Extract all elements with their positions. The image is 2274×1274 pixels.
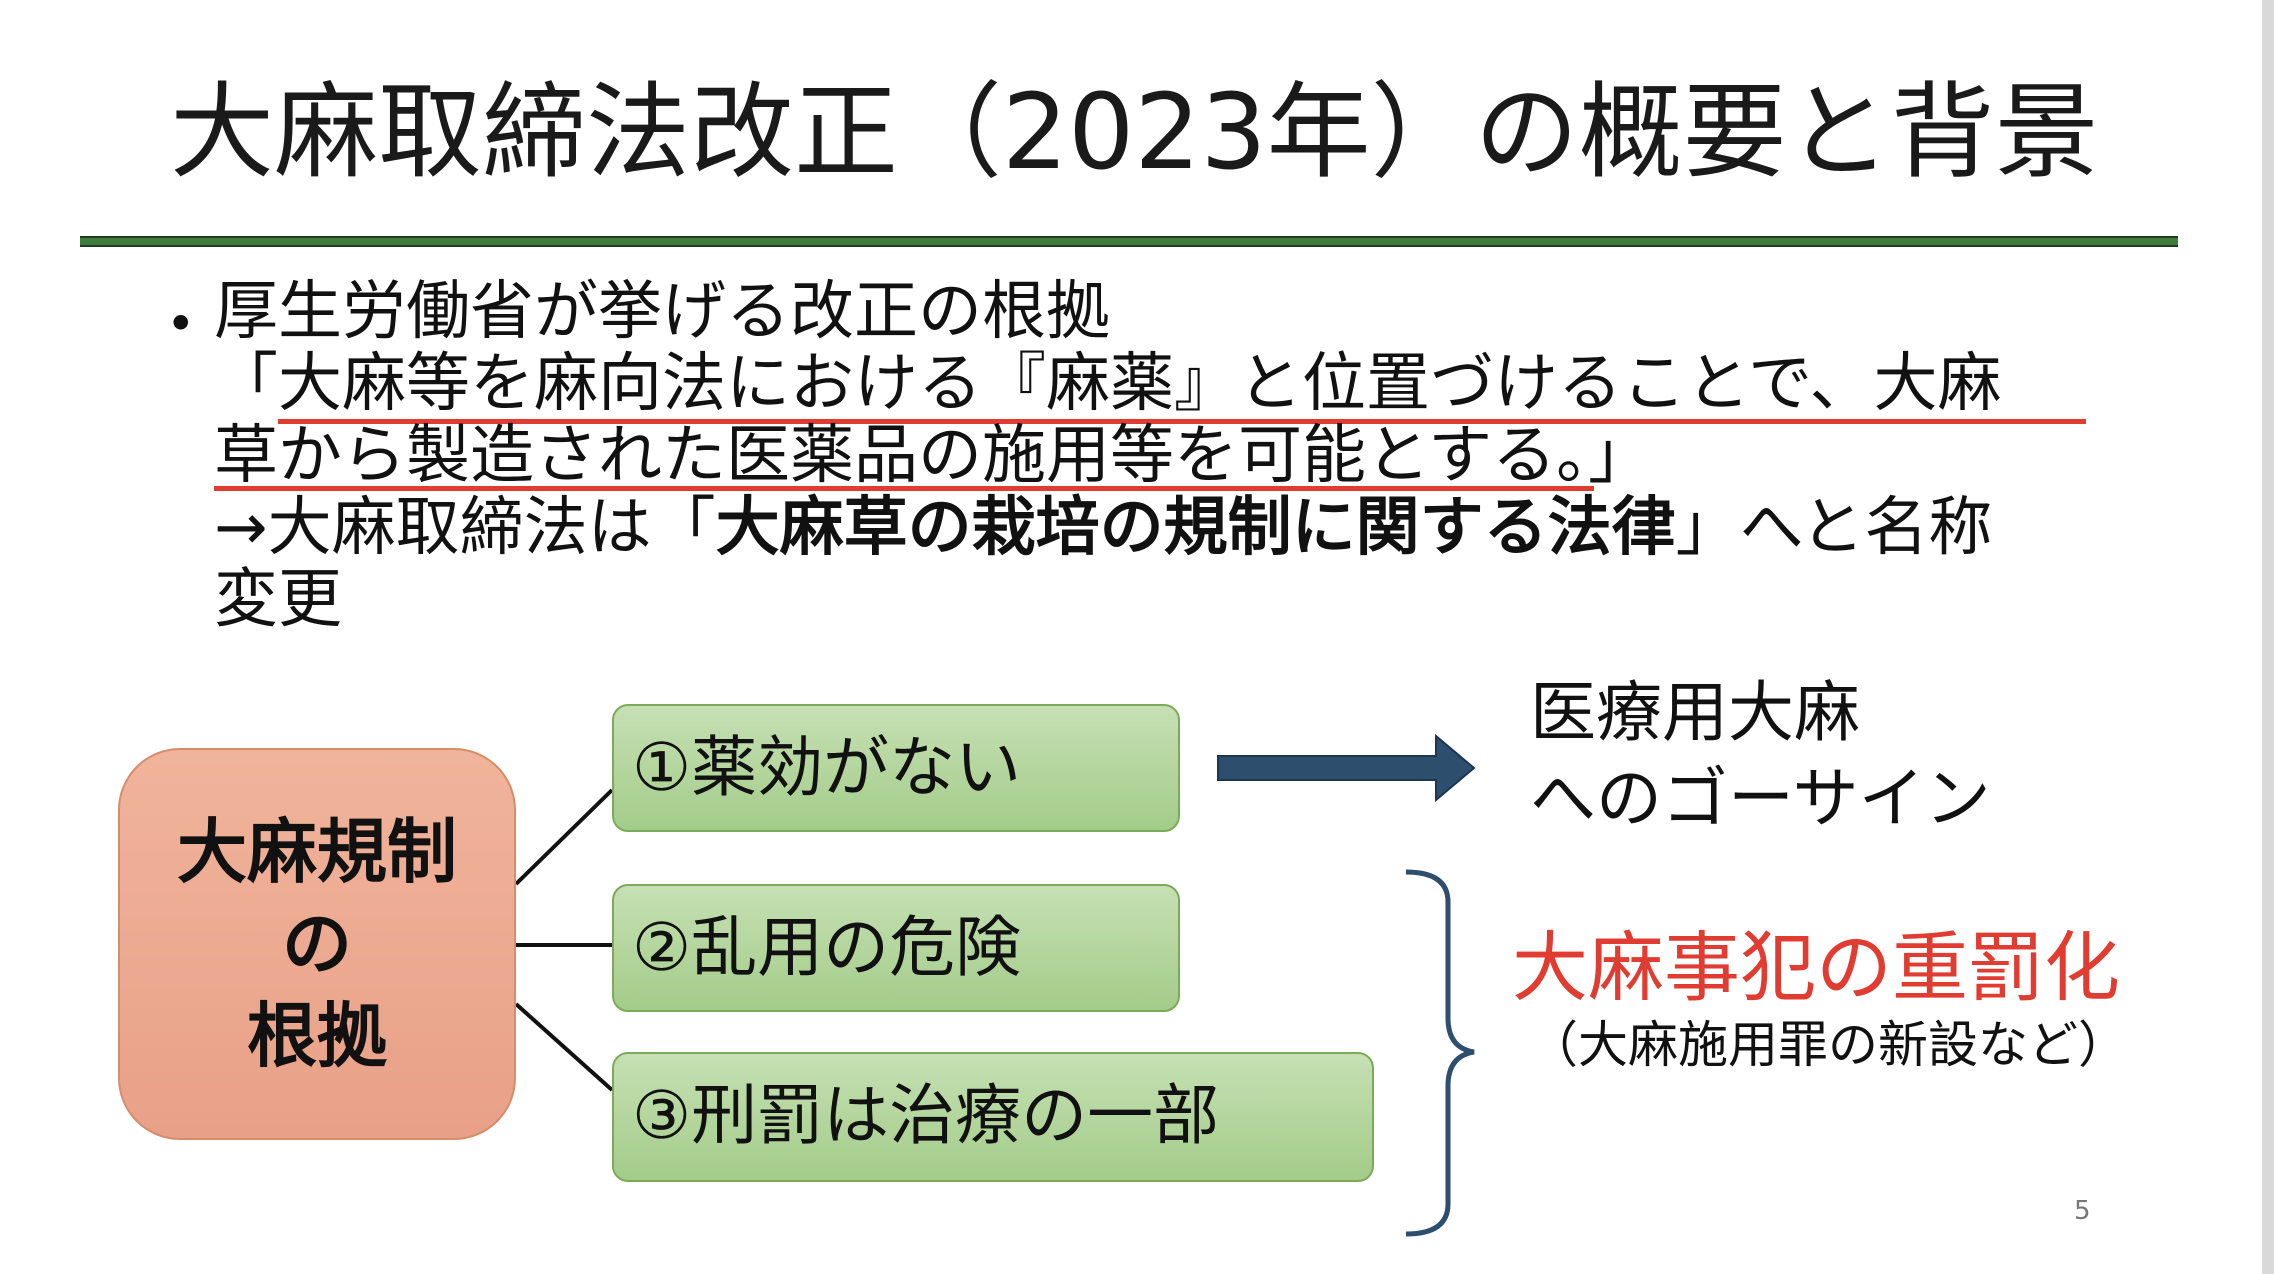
rename-line: →大麻取締法は「大麻草の栽培の規制に関する法律」へと名称 — [214, 492, 1992, 564]
bullet-marker: • — [166, 295, 196, 353]
connector-line-1 — [514, 788, 614, 886]
rename-prefix: →大麻取締法は「 — [214, 491, 716, 565]
penalty-note: （大麻施用罪の新設など） — [1528, 1016, 2128, 1074]
right-arrow-icon — [1217, 733, 1476, 803]
basis-item-abuse-risk: ②乱用の危険 — [612, 884, 1180, 1012]
root-line-3: 根拠 — [247, 995, 387, 1077]
bullet-heading: 厚生労働省が挙げる改正の根拠 — [214, 275, 1110, 349]
root-line-2: の — [282, 903, 352, 985]
basis-item-punishment-as-treatment: ③刑罰は治療の一部 — [612, 1052, 1374, 1182]
new-law-name: 大麻草の栽培の規制に関する法律 — [715, 491, 1676, 565]
medical-cannabis-line-1: 医療用大麻 — [1530, 674, 1860, 751]
quote-underline-2 — [214, 486, 1594, 491]
rename-suffix: 」へと名称 — [1675, 491, 1993, 565]
cannabis-regulation-basis-box: 大麻規制 の 根拠 — [118, 748, 516, 1140]
rename-line-2: 変更 — [214, 563, 342, 637]
root-line-1: 大麻規制 — [177, 811, 457, 893]
connector-line-3 — [514, 1002, 614, 1092]
right-brace-icon — [1405, 869, 1475, 1237]
title-divider — [80, 236, 2178, 247]
page-number: 5 — [2074, 1196, 2091, 1226]
slide-title: 大麻取締法改正（2023年）の概要と背景 — [170, 71, 2099, 193]
quote-line-1: 「大麻等を麻向法における『麻薬』と位置づけることで、大麻 — [214, 347, 2002, 421]
basis-item-no-efficacy: ①薬効がない — [612, 704, 1180, 832]
penalty-heading: 大麻事犯の重罰化 — [1512, 923, 2120, 1012]
quote-underline-1 — [278, 419, 2086, 424]
slide-edge — [2262, 0, 2274, 1274]
medical-cannabis-line-2: へのゴーサイン — [1530, 760, 1991, 837]
quote-line-2: 草から製造された医薬品の施用等を可能とする。」 — [214, 419, 1653, 493]
